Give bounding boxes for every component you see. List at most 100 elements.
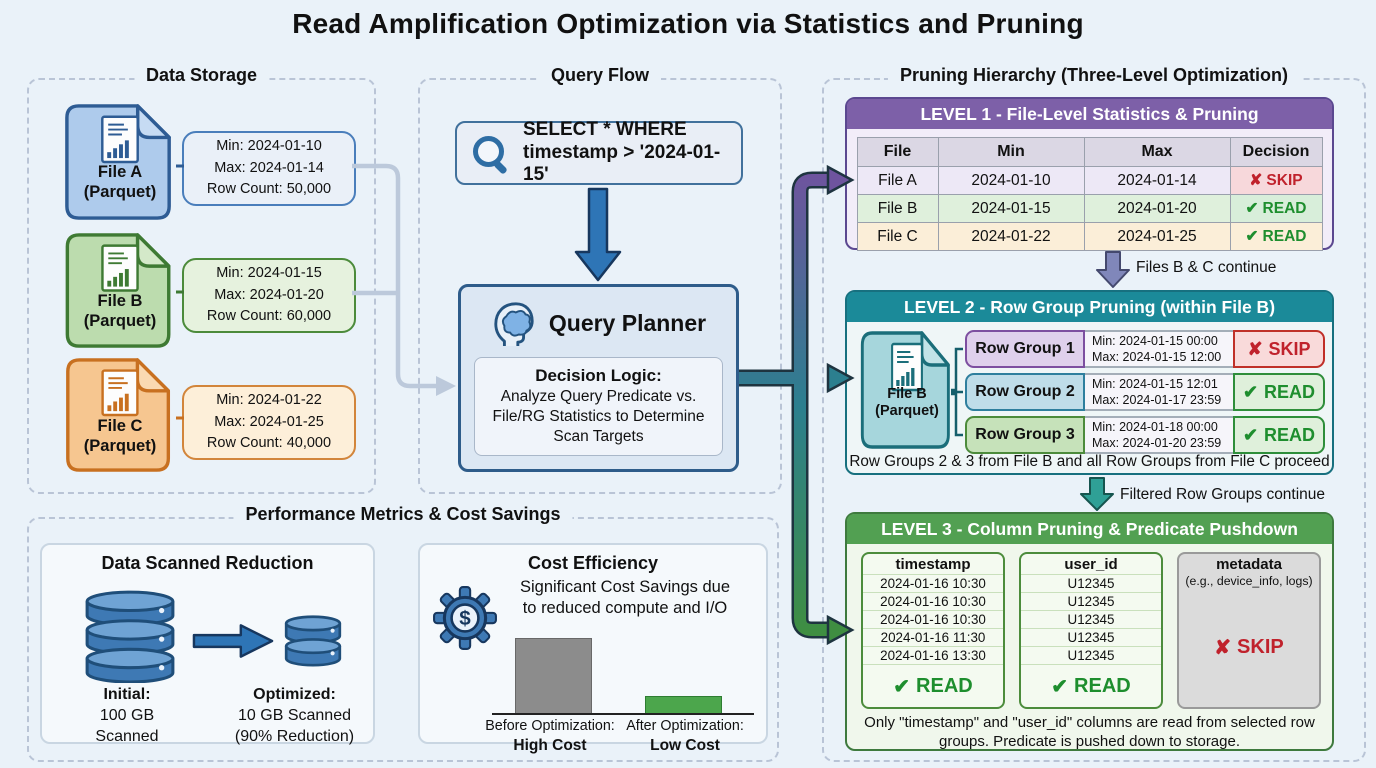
decision-logic-title: Decision Logic: bbox=[535, 366, 662, 385]
sql-query-box: SELECT * WHERE timestamp > '2024-01-15' bbox=[455, 118, 743, 186]
file-a-card: File A (Parquet) bbox=[62, 103, 178, 221]
rg-max: Max: 2024-01-20 23:59 bbox=[1092, 436, 1222, 450]
rg-min: Min: 2024-01-15 00:00 bbox=[1092, 333, 1218, 348]
table-row: File C 2024-01-22 2024-01-25 ✔READ bbox=[856, 222, 1323, 251]
level3-box: LEVEL 3 - Column Pruning & Predicate Pus… bbox=[845, 512, 1334, 751]
chart-baseline bbox=[492, 713, 754, 715]
before-cost-bar bbox=[515, 638, 592, 715]
column-name: timestamp bbox=[895, 556, 971, 573]
cell-file: File B bbox=[856, 194, 939, 223]
check-icon: ✔ bbox=[1051, 675, 1069, 698]
cell-max: 2024-01-25 bbox=[1083, 222, 1231, 251]
row-group-2: Row Group 2 Min: 2024-01-15 12:01 Max: 2… bbox=[965, 373, 1325, 411]
filtered-continue-label: Filtered Row Groups continue bbox=[1120, 486, 1326, 503]
query-planner-box: Query Planner Decision Logic: Analyze Qu… bbox=[458, 284, 739, 472]
decision-label: READ bbox=[1074, 674, 1131, 697]
row-group-decision: ✔ READ bbox=[1233, 373, 1325, 411]
decision-label: READ bbox=[1262, 228, 1307, 245]
stat-min: Min: 2024-01-15 bbox=[216, 264, 322, 281]
level3-header: LEVEL 3 - Column Pruning & Predicate Pus… bbox=[847, 514, 1332, 544]
cell-value: 2024-01-16 13:30 bbox=[863, 646, 1003, 664]
table-row: File A 2024-01-10 2024-01-14 ✘SKIP bbox=[856, 166, 1323, 195]
level1-table: File Min Max Decision File A 2024-01-10 … bbox=[856, 137, 1323, 251]
file-b-label: File B (Parquet) bbox=[62, 292, 178, 332]
cell-file: File C bbox=[856, 222, 939, 251]
sql-line-2: timestamp > '2024-01-15' bbox=[523, 141, 721, 186]
cell-value: U12345 bbox=[1021, 646, 1161, 664]
cell-value: U12345 bbox=[1021, 628, 1161, 646]
decision-label: READ bbox=[1264, 381, 1316, 402]
brain-icon bbox=[494, 302, 534, 346]
rowgroup-connectors bbox=[951, 347, 963, 437]
row-group-decision: ✘ SKIP bbox=[1233, 330, 1325, 368]
decision-label: SKIP bbox=[1268, 338, 1311, 359]
x-icon: ✘ bbox=[1214, 637, 1232, 660]
column-name: metadata bbox=[1216, 556, 1282, 573]
stat-rows: Row Count: 40,000 bbox=[206, 435, 332, 452]
decision-label: READ bbox=[1262, 200, 1307, 217]
stat-rows: Row Count: 60,000 bbox=[206, 308, 332, 325]
files-continue-label: Files B & C continue bbox=[1136, 259, 1277, 276]
decision-line: Scan Targets bbox=[553, 428, 644, 446]
cost-card-title: Cost Efficiency bbox=[527, 553, 659, 573]
file-a-label: File A (Parquet) bbox=[62, 163, 178, 203]
before-value: High Cost bbox=[513, 736, 587, 754]
performance-section: Performance Metrics & Cost Savings bbox=[27, 504, 779, 762]
page-title: Read Amplification Optimization via Stat… bbox=[292, 8, 1084, 39]
file-icon bbox=[860, 331, 950, 449]
file-c-card: File C (Parquet) bbox=[62, 357, 178, 473]
stat-max: Max: 2024-01-25 bbox=[214, 413, 324, 430]
file-format: (Parquet) bbox=[875, 403, 939, 420]
decision-label: READ bbox=[916, 674, 973, 697]
level3-columns: timestamp 2024-01-16 10:30 2024-01-16 10… bbox=[861, 552, 1321, 709]
file-b-stats: Min: 2024-01-15 Max: 2024-01-20 Row Coun… bbox=[182, 258, 356, 333]
row-group-pill: Row Group 3 bbox=[965, 416, 1085, 454]
user-id-column: user_id U12345 U12345 U12345 U12345 U123… bbox=[1019, 552, 1163, 709]
optimized-value: 10 GB Scanned bbox=[238, 706, 351, 724]
file-format: (Parquet) bbox=[83, 436, 157, 455]
cell-min: 2024-01-15 bbox=[937, 194, 1085, 223]
file-b-card: File B (Parquet) bbox=[62, 232, 178, 349]
before-bar-label: Before Optimization: High Cost bbox=[475, 718, 625, 755]
cost-subtitle-1: Significant Cost Savings due bbox=[519, 578, 731, 596]
optimized-value2: (90% Reduction) bbox=[234, 727, 355, 745]
column-subtitle: (e.g., device_info, logs) bbox=[1185, 574, 1313, 588]
cost-subtitle-2: to reduced compute and I/O bbox=[522, 598, 728, 617]
file-name: File A bbox=[97, 163, 143, 181]
row-group-decision: ✔ READ bbox=[1233, 416, 1325, 454]
level1-header: LEVEL 1 - File-Level Statistics & Prunin… bbox=[847, 99, 1332, 129]
check-icon: ✔ bbox=[893, 675, 911, 698]
after-bar-label: After Optimization: Low Cost bbox=[615, 718, 755, 755]
planner-title: Query Planner bbox=[548, 309, 707, 336]
rg-min: Min: 2024-01-18 00:00 bbox=[1092, 419, 1218, 434]
initial-value2: Scanned bbox=[95, 727, 159, 745]
note-line-2: groups. Predicate is pushed down to stor… bbox=[938, 732, 1241, 750]
col-min: Min bbox=[937, 137, 1085, 167]
level3-note: Only "timestamp" and "user_id" columns a… bbox=[847, 714, 1332, 752]
check-icon: ✔ bbox=[1242, 381, 1259, 402]
file-b-level2-card: File B (Parquet) bbox=[859, 330, 955, 450]
column-decision: ✔ READ bbox=[1021, 664, 1161, 707]
svg-text:$: $ bbox=[459, 607, 471, 630]
cell-value: 2024-01-16 10:30 bbox=[863, 574, 1003, 592]
column-decision: ✘ SKIP bbox=[1179, 589, 1319, 707]
level2-box: LEVEL 2 - Row Group Pruning (within File… bbox=[845, 290, 1334, 475]
decision-label: SKIP bbox=[1266, 172, 1303, 189]
file-name: File B bbox=[97, 292, 143, 310]
pruning-title: Pruning Hierarchy (Three-Level Optimizat… bbox=[887, 65, 1301, 86]
stat-max: Max: 2024-01-14 bbox=[214, 159, 324, 176]
row-group-stats: Min: 2024-01-15 00:00 Max: 2024-01-15 12… bbox=[1085, 330, 1233, 368]
table-row: File B 2024-01-15 2024-01-20 ✔READ bbox=[856, 194, 1323, 223]
query-planner-header: Query Planner bbox=[461, 287, 736, 349]
decision-logic-box: Decision Logic: Analyze Query Predicate … bbox=[474, 357, 723, 456]
file-icon bbox=[66, 358, 171, 472]
file-c-label: File C (Parquet) bbox=[62, 417, 178, 457]
stat-min: Min: 2024-01-10 bbox=[216, 137, 322, 154]
optimized-label: Optimized: bbox=[253, 686, 336, 703]
database-large-icon bbox=[85, 590, 175, 683]
performance-title: Performance Metrics & Cost Savings bbox=[233, 504, 573, 525]
data-storage-title: Data Storage bbox=[133, 65, 270, 86]
row-group-1: Row Group 1 Min: 2024-01-15 00:00 Max: 2… bbox=[965, 330, 1325, 368]
sql-line-1: SELECT * WHERE bbox=[523, 118, 687, 140]
metadata-column: metadata (e.g., device_info, logs) ✘ SKI… bbox=[1177, 552, 1321, 709]
